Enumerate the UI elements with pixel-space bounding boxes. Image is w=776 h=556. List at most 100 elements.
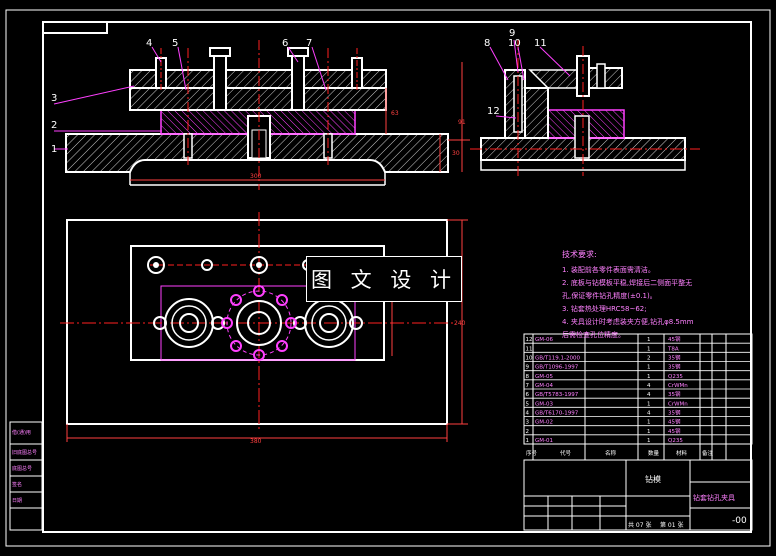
callout-11: 11	[534, 38, 547, 49]
sheet-number: 第 01 张	[660, 521, 683, 529]
bom-cell: 4	[647, 411, 651, 417]
plan-view	[60, 212, 468, 442]
bom-cell: 35钢	[668, 354, 681, 362]
bom-grid	[9, 333, 753, 531]
dim-front-height-total: 91	[458, 119, 466, 126]
tech-note-line: 孔,保证零件钻孔精度(±0.1)。	[562, 291, 657, 300]
callout-6: 6	[282, 38, 288, 49]
bom-cell: CrWMn	[668, 401, 688, 407]
bom-cell: 1	[647, 401, 651, 407]
bom-cell: GM-06	[535, 337, 553, 343]
tech-note-line: 4. 夹具设计时考虑装夹方便,钻孔φ8.5mm	[562, 317, 694, 326]
corner-box	[42, 21, 108, 34]
tech-note-line: 3. 钻套热处理HRC58~62;	[562, 304, 647, 313]
callout-1: 1	[51, 144, 57, 155]
bom-cell: 4	[647, 383, 651, 389]
callout-12: 12	[487, 106, 500, 117]
tech-note-line: 2. 底板与钻模板平稳,焊接后二侧面平整无	[562, 278, 692, 287]
side-view	[470, 40, 700, 176]
bom-header-cell: 材料	[676, 449, 688, 457]
tech-note-line: 后需检查孔位精度。	[562, 330, 625, 339]
bom-cell: 7	[526, 383, 530, 389]
callout-7: 7	[306, 38, 312, 49]
bom-cell: 9	[526, 365, 530, 371]
bom-cell: Q235	[668, 438, 683, 444]
dim-plan-height: 240	[454, 320, 466, 327]
bom-cell: 4	[647, 392, 651, 398]
callout-2: 2	[51, 120, 57, 131]
bom-cell: CrWMn	[668, 383, 688, 389]
left-strip-label: 签名	[12, 481, 22, 488]
bom-cell: GM-01	[535, 438, 553, 444]
bom-cell: 10	[526, 356, 533, 362]
bom-cell: 3	[526, 420, 530, 426]
callout-8: 8	[484, 38, 490, 49]
callout-3: 3	[51, 93, 57, 104]
bom-cell: 1	[647, 420, 651, 426]
bom-header-cell: 代号	[560, 449, 572, 457]
dim-plan-width: 380	[250, 438, 262, 445]
bom-cell: GB/T119.1-2000	[535, 356, 580, 362]
bom-cell: 4	[526, 411, 530, 417]
bom-header-cell: 备注	[702, 449, 714, 457]
bom-cell: 35钢	[668, 390, 681, 398]
sheet-outer-border	[5, 9, 771, 547]
dim-front-width: 300	[250, 173, 262, 180]
drawing-labels: 1 2 3 4 5 6 7 8 9 10 11 12 300 63 91 30 …	[12, 28, 747, 529]
bom-cell: 11	[526, 346, 533, 352]
callout-5: 5	[172, 38, 178, 49]
bom-cell: 1	[647, 429, 651, 435]
bom-cell: 8	[526, 374, 530, 380]
bom-cell: GM-05	[535, 374, 553, 380]
left-strip-label: 借(通)用	[12, 429, 31, 436]
bom-cell: 2	[647, 356, 651, 362]
bom-cell: 1	[647, 438, 651, 444]
bom-cell: T8A	[667, 346, 679, 352]
tech-note-line: 1. 装配前各零件表面需清洁。	[562, 265, 655, 274]
bom-cell: 35钢	[668, 409, 681, 417]
bom-cell: 45钢	[668, 418, 681, 426]
bom-cell: GB/T1096-1997	[535, 365, 579, 371]
callout-9: 9	[509, 28, 515, 39]
tech-notes-heading: 技术要求:	[562, 249, 597, 259]
bom-cell: 45钢	[668, 335, 681, 343]
dim-front-height-upper: 63	[391, 110, 399, 117]
bom-cell: GM-03	[535, 401, 553, 407]
bom-cell: GM-04	[535, 383, 553, 389]
sheet-label: 钻模	[645, 474, 661, 484]
bom-cell: GB/T5783-1997	[535, 392, 579, 398]
callout-leaders	[53, 39, 571, 150]
dim-front-height-base: 30	[452, 150, 460, 157]
bom-cell: 2	[526, 429, 530, 435]
callout-10: 10	[508, 38, 521, 49]
bom-cell: GB/T6170-1997	[535, 411, 579, 417]
bom-cell: 1	[647, 337, 651, 343]
drawing-name: 钻套钻孔夹具	[693, 493, 735, 502]
bom-header-cell: 名称	[605, 449, 617, 457]
bom-cell: 45钢	[668, 427, 681, 435]
front-view	[65, 40, 470, 190]
left-strip-label: 日期	[12, 498, 22, 504]
sheets-total: 共 07 张	[628, 521, 651, 529]
bom-header-cell: 数量	[648, 449, 660, 457]
bom-cell: 1	[647, 365, 651, 371]
bom-cell: 12	[526, 337, 533, 343]
bom-cell: 1	[647, 374, 651, 380]
watermark-banner: 图 文 设 计	[306, 256, 462, 302]
sheet-inner-border	[42, 21, 752, 533]
left-strip-label: 底图总号	[12, 465, 32, 472]
bom-header-cell: 序号	[526, 449, 538, 457]
bom-cell: 5	[526, 401, 530, 407]
callout-4: 4	[146, 38, 152, 49]
drawing-number: -00	[732, 516, 747, 526]
bom-cell: 6	[526, 392, 530, 398]
bom-cell: 1	[647, 346, 651, 352]
bom-cell: GM-02	[535, 420, 553, 426]
bom-cell: 1	[526, 438, 530, 444]
bom-cell: 35钢	[668, 363, 681, 371]
left-strip-label: 旧底图总号	[12, 449, 37, 456]
bom-row-lines	[524, 342, 752, 436]
bom-cell: Q235	[668, 374, 683, 380]
